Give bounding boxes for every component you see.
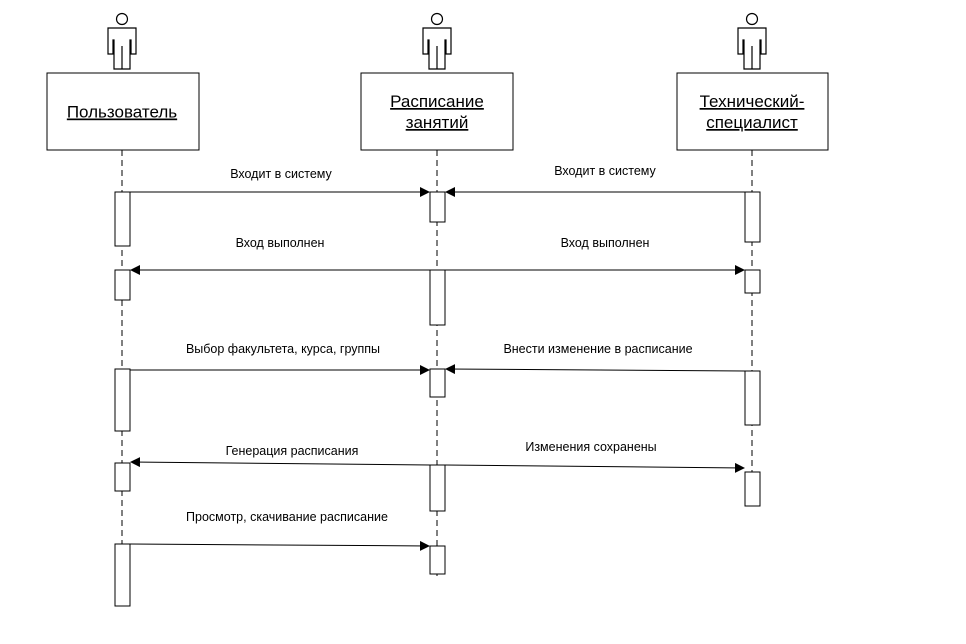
message-label: Вход выполнен xyxy=(236,236,325,250)
participant-label: специалист xyxy=(706,113,798,132)
message-label: Генерация расписания xyxy=(226,444,359,458)
message-arrow: Просмотр, скачивание расписание xyxy=(129,510,430,551)
participant-label: Технический- xyxy=(700,92,805,111)
message-arrow: Выбор факультета, курса, группы xyxy=(130,342,430,375)
message-line xyxy=(129,540,430,551)
activation-bar xyxy=(744,471,761,507)
message-label: Выбор факультета, курса, группы xyxy=(186,342,380,356)
participant-box xyxy=(46,72,200,151)
activation-bar xyxy=(429,269,446,326)
message-arrow: Входит в систему xyxy=(445,164,745,197)
activation-bar xyxy=(744,269,761,294)
message-label: Вход выполнен xyxy=(561,236,650,250)
activation-bar xyxy=(744,191,761,243)
message-label: Входит в систему xyxy=(554,164,656,178)
activation-bar xyxy=(429,368,446,398)
message-arrow: Генерация расписания xyxy=(130,444,431,468)
message-label: Изменения сохранены xyxy=(525,440,656,454)
message-line xyxy=(445,364,746,375)
message-arrow: Вход выполнен xyxy=(445,236,745,275)
message-arrow: Входит в систему xyxy=(130,167,430,197)
activation-bar xyxy=(114,462,131,492)
person-icon xyxy=(422,12,452,70)
lifeline-schedule: Расписание занятий xyxy=(360,12,514,580)
participant-label: занятий xyxy=(406,113,469,132)
lifeline-tech: Технический-специалист xyxy=(676,12,829,508)
activation-bar xyxy=(429,191,446,223)
activation-bar xyxy=(114,191,131,247)
activation-bar xyxy=(114,543,131,607)
person-icon xyxy=(737,12,767,70)
message-label: Входит в систему xyxy=(230,167,332,181)
message-arrow: Изменения сохранены xyxy=(444,440,745,473)
person-icon xyxy=(107,12,137,70)
participant-box xyxy=(360,72,514,151)
lifeline-user: Пользователь xyxy=(46,12,200,610)
message-line xyxy=(444,462,745,473)
message-label: Просмотр, скачивание расписание xyxy=(186,510,388,524)
message-label: Внести изменение в расписание xyxy=(503,342,692,356)
participant-box xyxy=(676,72,829,151)
activation-bar xyxy=(429,545,446,575)
participant-label: Пользователь xyxy=(67,103,177,122)
participant-label: Расписание xyxy=(390,92,484,111)
message-line xyxy=(130,457,431,468)
message-arrow: Внести изменение в расписание xyxy=(445,342,746,375)
activation-bar xyxy=(744,370,761,426)
activation-bar xyxy=(429,464,446,512)
activation-bar xyxy=(114,269,131,301)
message-arrow: Вход выполнен xyxy=(130,236,430,275)
activation-bar xyxy=(114,368,131,432)
